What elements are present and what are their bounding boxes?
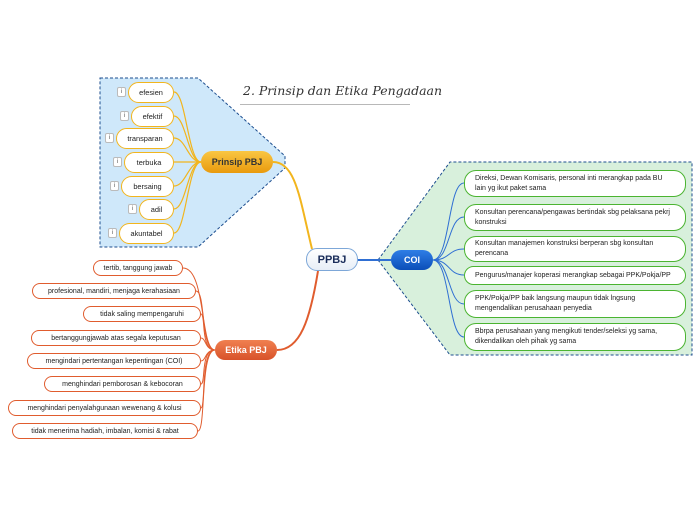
prinsip-item-adil[interactable]: adil bbox=[139, 199, 174, 220]
prinsip-item-terbuka[interactable]: terbuka bbox=[124, 152, 174, 173]
etika-item-7[interactable]: menghindari penyalahgunaan wewenang & ko… bbox=[8, 400, 201, 416]
prinsip-connector-2 bbox=[173, 115, 202, 163]
connector-ppbj-prinsip bbox=[272, 161, 313, 250]
info-badge-icon[interactable]: i bbox=[105, 133, 114, 143]
coi-item-3[interactable]: Konsultan manajemen konstruksi berperan … bbox=[464, 236, 686, 262]
coi-connector-2 bbox=[432, 216, 465, 261]
etika-item-8[interactable]: tidak menerima hadiah, imbalan, komisi &… bbox=[12, 423, 198, 439]
info-badge-icon[interactable]: i bbox=[128, 204, 137, 214]
coi-connector-6 bbox=[432, 259, 465, 338]
coi-item-2[interactable]: Konsultan perencana/pengawas bertindak s… bbox=[464, 204, 686, 231]
central-topic[interactable]: PPBJ bbox=[306, 248, 358, 271]
coi-item-6[interactable]: Bbrpa perusahaan yang mengikuti tender/s… bbox=[464, 323, 686, 351]
prinsip-connector-3 bbox=[173, 137, 202, 163]
etika-item-5[interactable]: mengindari pertentangan kepentingan (COI… bbox=[27, 353, 201, 369]
prinsip-item-akuntabel[interactable]: akuntabel bbox=[119, 223, 174, 244]
etika-item-6[interactable]: menghindari pemborosan & kebocoran bbox=[44, 376, 201, 392]
coi-item-4[interactable]: Pengurus/manajer koperasi merangkap seba… bbox=[464, 266, 686, 285]
prinsip-item-efesien[interactable]: efesien bbox=[128, 82, 174, 103]
etika-item-4[interactable]: bertanggungjawab atas segala keputusan bbox=[31, 330, 201, 346]
info-badge-icon[interactable]: i bbox=[117, 87, 126, 97]
branch-etika-pbj[interactable]: Etika PBJ bbox=[215, 340, 277, 360]
coi-connector-3 bbox=[432, 248, 465, 261]
info-badge-icon[interactable]: i bbox=[120, 111, 129, 121]
coi-item-5[interactable]: PPK/Pokja/PP baik langsung maupun tidak … bbox=[464, 290, 686, 318]
etika-item-3[interactable]: tidak saling mempengaruhi bbox=[83, 306, 201, 322]
connector-ppbj-etika bbox=[276, 270, 319, 351]
info-badge-icon[interactable]: i bbox=[113, 157, 122, 167]
coi-connector-1 bbox=[432, 182, 465, 261]
coi-item-1[interactable]: Direksi, Dewan Komisaris, personal inti … bbox=[464, 170, 686, 197]
prinsip-item-bersaing[interactable]: bersaing bbox=[121, 176, 174, 197]
etika-item-2[interactable]: profesional, mandiri, menjaga kerahasiaa… bbox=[32, 283, 196, 299]
map-title: 2. Prinsip dan Etika Pengadaan bbox=[243, 83, 443, 98]
title-underline bbox=[240, 104, 410, 105]
prinsip-item-efektif[interactable]: efektif bbox=[131, 106, 174, 127]
etika-connector-3 bbox=[200, 313, 216, 351]
prinsip-item-transparan[interactable]: transparan bbox=[116, 128, 174, 149]
etika-item-1[interactable]: tertib, tanggung jawab bbox=[93, 260, 183, 276]
info-badge-icon[interactable]: i bbox=[108, 228, 117, 238]
etika-connector-8 bbox=[197, 349, 216, 432]
branch-coi[interactable]: COI bbox=[391, 250, 433, 270]
etika-connector-4 bbox=[200, 337, 216, 351]
prinsip-connector-7 bbox=[173, 161, 202, 234]
info-badge-icon[interactable]: i bbox=[110, 181, 119, 191]
etika-connector-6 bbox=[200, 349, 216, 385]
branch-prinsip-pbj[interactable]: Prinsip PBJ bbox=[201, 151, 273, 173]
